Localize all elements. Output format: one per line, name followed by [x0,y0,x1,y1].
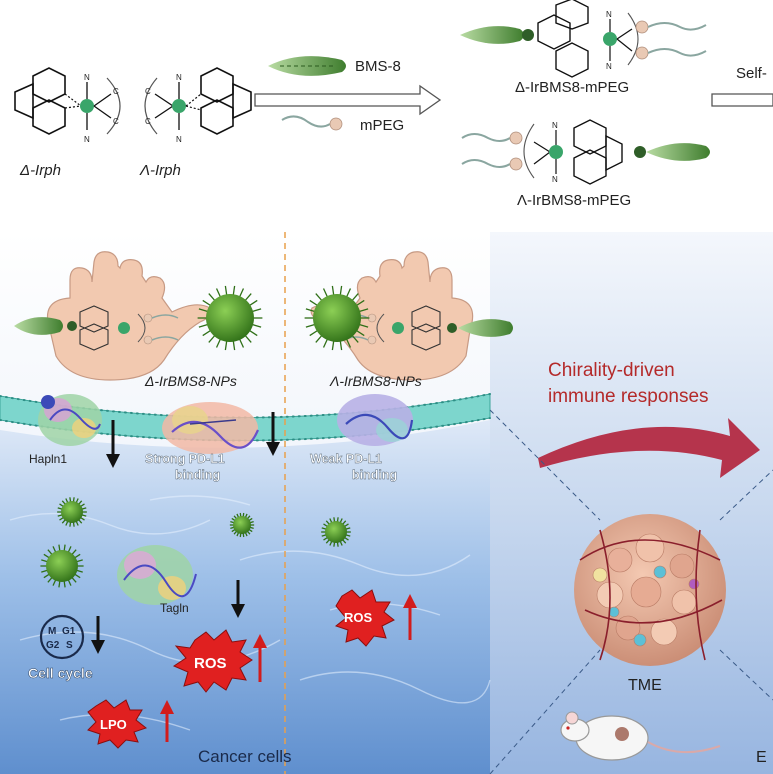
ros-right-label: ROS [344,610,373,625]
cc-s-label: S [66,640,73,651]
chirality-line1: Chirality-driven [548,360,675,381]
atom-n-label: N [552,121,558,130]
mpeg-label: mPEG [360,117,404,134]
tumor-cell [669,553,695,579]
atom-c-label: C [113,117,119,126]
tumor-vessel [584,599,723,624]
ros-left-up-arrow [253,634,267,682]
cc-g1-label: G1 [62,626,76,637]
nanoparticle-interior [57,497,87,527]
lambda-irbms8-mpeg-molecule: N N [461,119,710,185]
hapln1-protein [38,394,102,446]
tumor-cell [671,589,697,615]
nanoparticles [40,285,370,588]
tumor-vessel [599,529,611,661]
tme-label: TME [628,677,662,694]
tumor-cell [688,578,700,590]
right-panel-background [490,232,773,774]
hapln1-label: Hapln1 [29,452,67,466]
lambda-irph-label: Λ-Irph [139,162,181,179]
cell-cycle-down-arrow [91,616,105,654]
right-hand-molecule [343,305,513,351]
cc-g2-label: G2 [46,640,60,651]
tagln-protein [117,545,197,605]
atom-c-label: C [145,117,151,126]
left-hand-molecule [14,305,179,351]
atom-c-label: C [113,87,119,96]
top-background [0,0,773,232]
ros-right-up-arrow [403,594,417,640]
strong-binding-label-line1: Strong PD-L1 [145,452,225,466]
cell-cycle-icon: M G1 G2 S [39,614,85,660]
nanoparticle-lambda-large [304,285,370,351]
reaction-arrow-2 [711,93,773,107]
ros-burst-right: ROS [334,589,395,647]
tagln-down-arrow [231,580,245,618]
tagln-label: Tagln [160,601,189,615]
pd-l1-protein-weak [337,394,414,446]
lpo-burst: LPO [87,699,148,749]
weak-binding-label-line2: binding [352,468,397,482]
atom-n-label: N [606,62,612,71]
delta-nps-label: Δ-IrBMS8-NPs [144,373,237,389]
cancer-cells-label: Cancer cells [198,747,292,766]
reaction-arrow-1 [254,84,442,116]
tumor-cell [653,565,667,579]
ros-left-label: ROS [194,655,227,672]
strong-binding-label-line2: binding [175,468,220,482]
atom-n-label: N [606,10,612,19]
atom-c-label: C [145,87,151,96]
mpeg-chain-icon [281,115,343,131]
lambda-irph-molecule: N N C C [144,67,252,144]
delta-irbms8-mpeg-molecule: N N [460,0,707,78]
zoom-guide-lines [489,409,773,774]
ros-burst-left: ROS [172,629,253,693]
atom-n-label: N [176,135,182,144]
tumor-cell [607,547,633,573]
pd-l1-protein-strong [162,402,260,454]
lpo-up-arrow [160,700,174,742]
delta-irph-molecule: N N C C [14,67,121,144]
tme-tumor [574,514,726,666]
chirality-line2: immune responses [548,386,709,407]
tumor-cell [630,576,662,608]
weak-binding-label-line1: Weak PD-L1 [310,452,382,466]
tumor-vessel [579,539,721,561]
tumor-cell [635,533,665,563]
delta-product-label: Δ-IrBMS8-mPEG [515,79,629,96]
tumor-cell [592,567,608,583]
nanoparticle-interior [229,512,255,538]
tumor-cell [633,633,647,647]
cell-interior [0,420,490,774]
cell-cycle-label: Cell cycle [28,665,93,681]
atom-n-label: N [176,73,182,82]
cc-m-label: M [48,626,56,637]
delta-irph-label: Δ-Irph [19,162,61,179]
right-hand-icon [310,251,474,381]
tumor-cell [650,618,678,646]
curved-progress-arrow [538,418,760,478]
lpo-label: LPO [100,717,127,732]
right-edge-label: E [756,749,767,766]
atom-n-label: N [552,175,558,184]
atom-n-label: N [84,73,90,82]
self-assembly-label: Self- [736,65,767,82]
nanoparticle-delta-large [197,285,263,351]
lambda-product-label: Λ-IrBMS8-mPEG [517,192,631,209]
mouse-icon [560,711,721,761]
lambda-nps-label: Λ-IrBMS8-NPs [329,373,422,389]
bms8-label: BMS-8 [355,58,401,75]
tumor-vessel [695,529,706,661]
strong-binding-down-arrow [266,412,280,456]
atom-n-label: N [84,135,90,144]
hapln1-down-arrow [106,420,120,468]
nanoparticle-interior [40,544,84,588]
nanoparticle-interior [321,517,351,547]
bms8-ligand-icon [268,56,346,76]
